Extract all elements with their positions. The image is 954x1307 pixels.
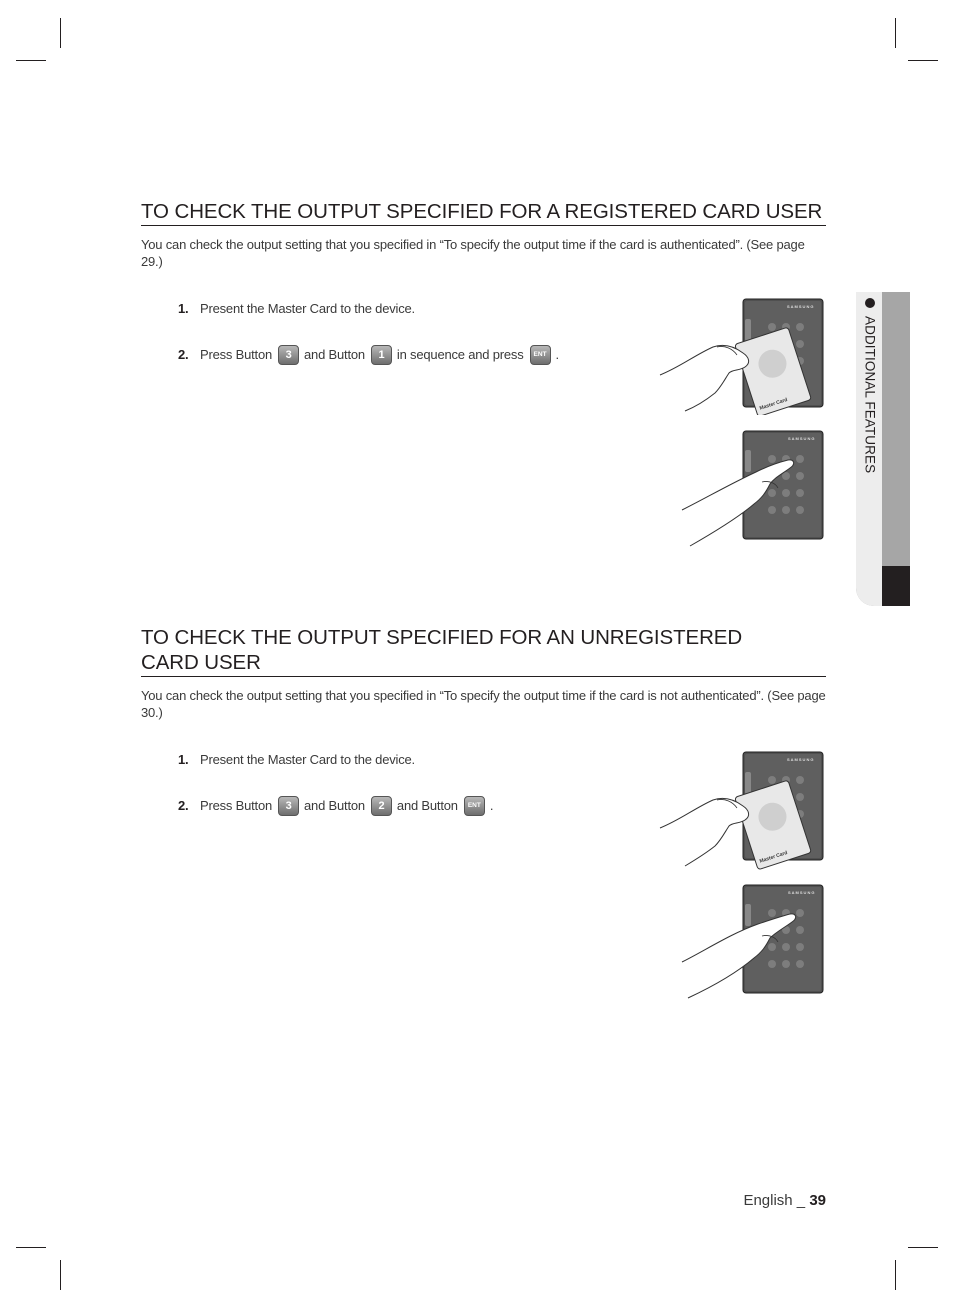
- step-text: .: [489, 798, 494, 813]
- section-intro-unregistered: You can check the output setting that yo…: [141, 688, 826, 720]
- chapter-side-label: ADDITIONAL FEATURES: [858, 298, 882, 518]
- step-number: 2.: [178, 347, 189, 362]
- title-line-2: CARD USER: [141, 651, 261, 674]
- chapter-side-tab: [856, 292, 910, 606]
- crop-mark: [60, 1260, 61, 1290]
- step-text: and Button: [304, 798, 365, 813]
- step-text: and Button: [396, 798, 458, 813]
- side-tab-lip: [856, 292, 882, 606]
- device-keypress-illustration: SAMSUNG: [681, 884, 824, 999]
- device-card-illustration: SAMSUNG Master Card: [659, 298, 824, 415]
- crop-mark: [908, 1247, 938, 1248]
- bullet-icon: [865, 298, 875, 308]
- footer-language: English _: [743, 1192, 810, 1209]
- device-brand: SAMSUNG: [788, 890, 815, 895]
- section-intro-registered: You can check the output setting that yo…: [141, 237, 805, 269]
- step-2-registered: 2. Press Button 3 and Button 1 in sequen…: [178, 345, 559, 365]
- step-text: in sequence and press: [396, 347, 524, 362]
- key-ent-icon: ENT: [529, 345, 551, 365]
- section-title-registered: TO CHECK THE OUTPUT SPECIFIED FOR A REGI…: [141, 199, 826, 226]
- crop-mark: [895, 18, 896, 48]
- crop-mark: [895, 1260, 896, 1290]
- step-text: and Button: [304, 347, 365, 362]
- page-footer: English _ 39: [743, 1192, 826, 1209]
- device-brand: SAMSUNG: [787, 757, 814, 762]
- crop-mark: [16, 60, 46, 61]
- key-ent-icon: ENT: [463, 796, 485, 816]
- crop-mark: [60, 18, 61, 48]
- key-3-icon: 3: [278, 796, 300, 816]
- page-number: 39: [809, 1192, 826, 1209]
- step-1-unregistered: 1. Present the Master Card to the device…: [178, 750, 415, 770]
- title-line-1: TO CHECK THE OUTPUT SPECIFIED FOR AN UNR…: [141, 626, 743, 649]
- crop-mark: [16, 1247, 46, 1248]
- step-number: 1.: [178, 752, 189, 767]
- step-2-unregistered: 2. Press Button 3 and Button 2 and Butto…: [178, 796, 493, 816]
- step-number: 1.: [178, 301, 189, 316]
- key-1-icon: 1: [370, 345, 392, 365]
- crop-mark: [908, 60, 938, 61]
- device-card-illustration: SAMSUNG Master Card: [659, 751, 824, 870]
- step-text: Present the Master Card to the device.: [200, 301, 415, 316]
- step-text: Present the Master Card to the device.: [200, 752, 415, 767]
- step-number: 2.: [178, 798, 189, 813]
- chapter-name: ADDITIONAL FEATURES: [862, 316, 878, 474]
- side-tab-marker: [882, 566, 910, 606]
- device-brand: SAMSUNG: [787, 304, 814, 309]
- step-1-registered: 1. Present the Master Card to the device…: [178, 299, 415, 319]
- section-title-unregistered: TO CHECK THE OUTPUT SPECIFIED FOR AN UNR…: [141, 625, 826, 677]
- device-keypress-illustration: SAMSUNG: [681, 430, 824, 547]
- device-brand: SAMSUNG: [788, 436, 815, 441]
- key-2-icon: 2: [370, 796, 392, 816]
- step-text: .: [555, 347, 560, 362]
- step-text: Press Button: [200, 798, 273, 813]
- step-text: Press Button: [200, 347, 273, 362]
- key-3-icon: 3: [278, 345, 300, 365]
